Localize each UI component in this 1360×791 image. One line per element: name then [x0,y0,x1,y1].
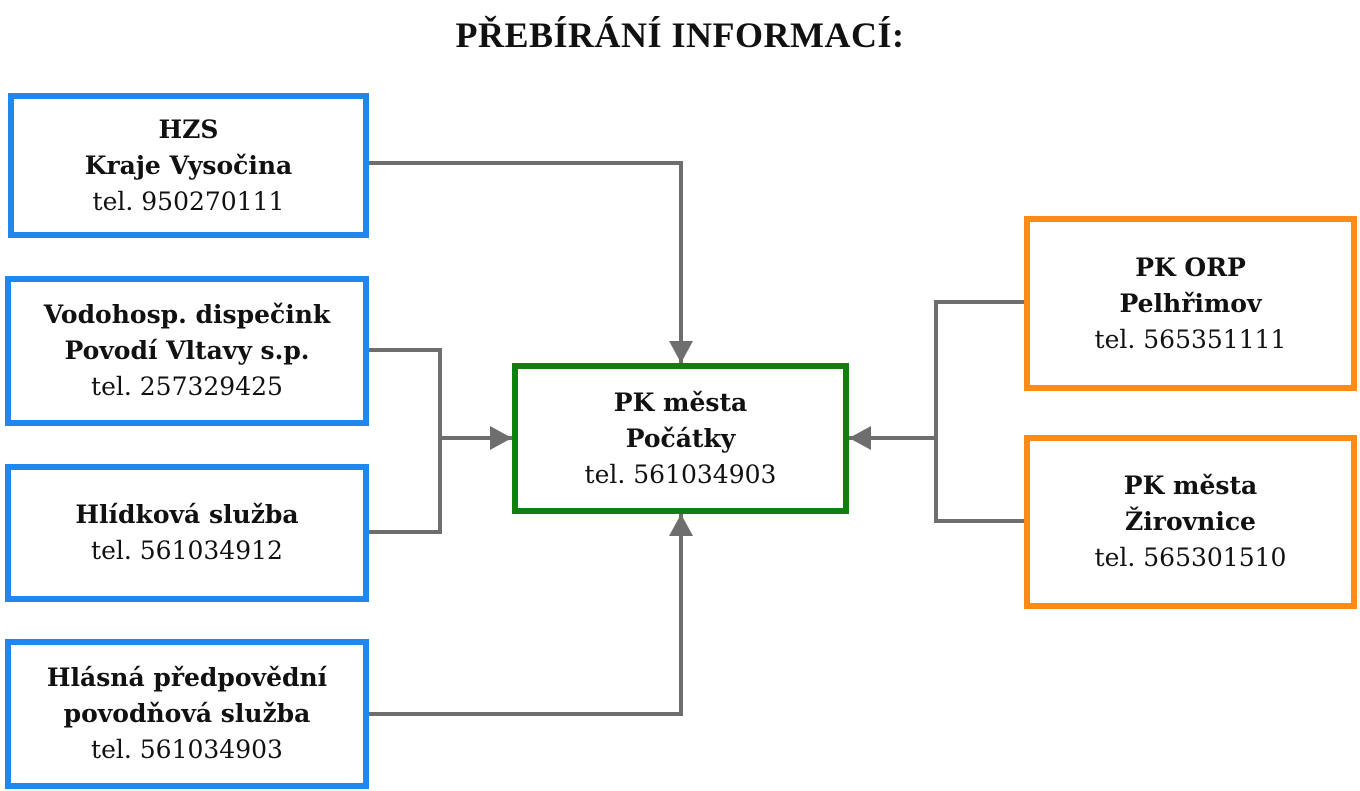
box-name-line2: Kraje Vysočina [84,150,293,180]
box-name-line2: Povodí Vltavy s.p. [64,336,310,365]
diagram-title: PŘEBÍRÁNÍ INFORMACÍ: [455,15,905,55]
hzs-kraje-vysocina-box: HZS Kraje Vysočina tel. 950270111 [8,93,369,238]
box-phone: tel. 950270111 [92,186,285,216]
box-name: Hlídková služba [75,500,299,529]
box-phone: tel. 565301510 [1094,543,1287,572]
vodohosp-dispecink-box: Vodohosp. dispečink Povodí Vltavy s.p. t… [5,276,369,426]
box-name-line2: Počátky [625,423,736,453]
connector-hlasna-to-center [367,514,693,716]
box-name: PK města [1123,471,1258,500]
pk-orp-pelhrimov-box: PK ORP Pelhřimov tel. 565351111 [1024,216,1357,391]
box-name: Hlásná předpovědní [46,663,328,692]
box-name-line2: Žirovnice [1125,507,1256,536]
box-name: PK města [613,387,748,417]
connector-orp-zirovnice-merge [934,300,1026,523]
box-name: PK ORP [1135,252,1246,282]
connector-vodohosp-to-merge [367,348,442,534]
box-phone: tel. 561034903 [584,459,777,489]
hlidkova-sluzba-box: Hlídková služba tel. 561034912 [5,464,369,602]
box-phone: tel. 257329425 [91,372,283,401]
box-name: HZS [158,114,219,144]
connector-hzs-to-center [367,161,693,363]
box-name-line2: povodňová služba [63,699,311,728]
pk-mesta-zirovnice-box: PK města Žirovnice tel. 565301510 [1024,435,1357,609]
hlasna-predpovedni-sluzba-box: Hlásná předpovědní povodňová služba tel.… [5,639,369,789]
box-phone: tel. 561034912 [91,536,283,565]
box-phone: tel. 561034903 [91,735,283,764]
box-name-line2: Pelhřimov [1119,288,1262,318]
pk-mesta-pocatky-box: PK města Počátky tel. 561034903 [512,363,849,514]
box-name: Vodohosp. dispečink [43,300,331,329]
box-phone: tel. 565351111 [1094,324,1287,354]
